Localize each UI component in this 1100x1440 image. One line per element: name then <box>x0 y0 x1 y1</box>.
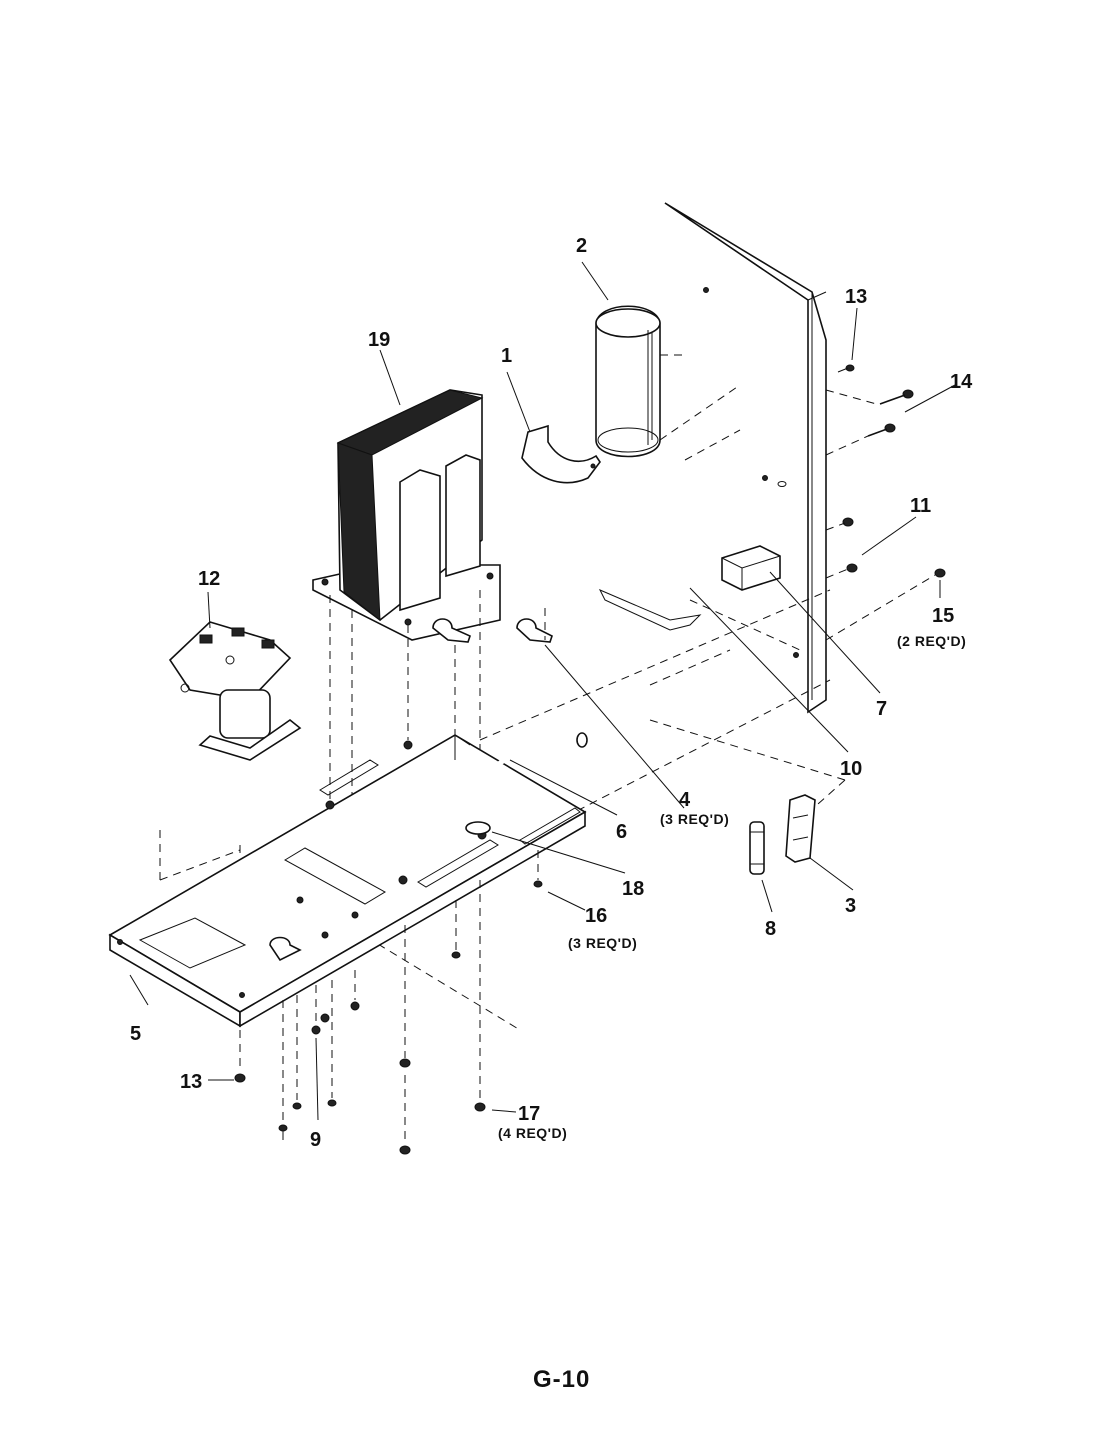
screws-17 <box>278 880 486 1155</box>
screw-16 <box>451 880 543 959</box>
page-footer: G-10 <box>533 1366 590 1393</box>
callout-7: 7 <box>876 698 887 720</box>
callout-15-note: (2 REQ'D) <box>897 633 966 649</box>
callout-13-upper: 13 <box>845 286 867 308</box>
callout-14: 14 <box>950 371 973 393</box>
wire-plate <box>598 589 702 631</box>
mounting-panel <box>664 202 827 714</box>
wire-clamp-a <box>432 618 471 643</box>
nuts-9 <box>311 970 360 1035</box>
callout-9: 9 <box>310 1129 321 1151</box>
screw-13-lower <box>234 1030 246 1083</box>
screw-14 <box>867 389 914 437</box>
callout-4-note: (3 REQ'D) <box>660 811 729 827</box>
wire-grommet-tube <box>465 732 588 835</box>
callout-12: 12 <box>198 568 220 590</box>
callout-17: 17 <box>518 1103 540 1125</box>
callout-1: 1 <box>501 345 512 367</box>
callout-4: 4 <box>679 789 691 811</box>
callout-16: 16 <box>585 905 607 927</box>
callout-13-lower: 13 <box>180 1071 202 1093</box>
leader-lines <box>129 261 956 1121</box>
screw-15 <box>934 568 946 578</box>
callout-8: 8 <box>765 918 776 940</box>
callout-19: 19 <box>368 329 390 351</box>
callout-3: 3 <box>845 895 856 917</box>
callout-17-note: (4 REQ'D) <box>498 1125 567 1141</box>
callout-18: 18 <box>622 878 644 900</box>
callout-11: 11 <box>910 495 931 517</box>
relay <box>168 621 302 761</box>
callout-6: 6 <box>616 821 627 843</box>
terminal-switch <box>721 545 781 591</box>
fuse-holder <box>785 794 816 863</box>
base-plate <box>108 734 587 1028</box>
callout-10: 10 <box>840 758 862 780</box>
fuse <box>749 821 765 875</box>
screw-13-upper <box>837 364 855 373</box>
screw-11 <box>842 517 858 573</box>
capacitor-bracket <box>521 424 601 484</box>
callout-15: 15 <box>932 605 954 627</box>
callout-5: 5 <box>130 1023 141 1045</box>
transformer <box>312 389 501 641</box>
callout-16-note: (3 REQ'D) <box>568 935 637 951</box>
capacitor <box>595 305 661 458</box>
callout-2: 2 <box>576 235 587 257</box>
wire-clamp-b <box>516 618 553 643</box>
panel-tab <box>454 734 471 760</box>
